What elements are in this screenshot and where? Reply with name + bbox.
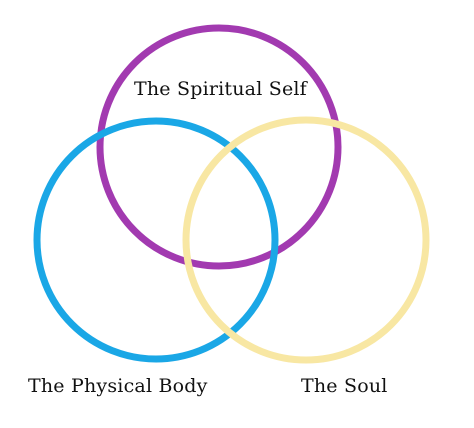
soul-circle xyxy=(182,116,430,364)
spiritual-self-label: The Spiritual Self xyxy=(134,78,307,100)
physical-body-circle xyxy=(33,117,279,363)
spiritual-self-circle xyxy=(96,24,342,270)
soul-label: The Soul xyxy=(301,375,388,397)
physical-body-label: The Physical Body xyxy=(28,375,208,397)
